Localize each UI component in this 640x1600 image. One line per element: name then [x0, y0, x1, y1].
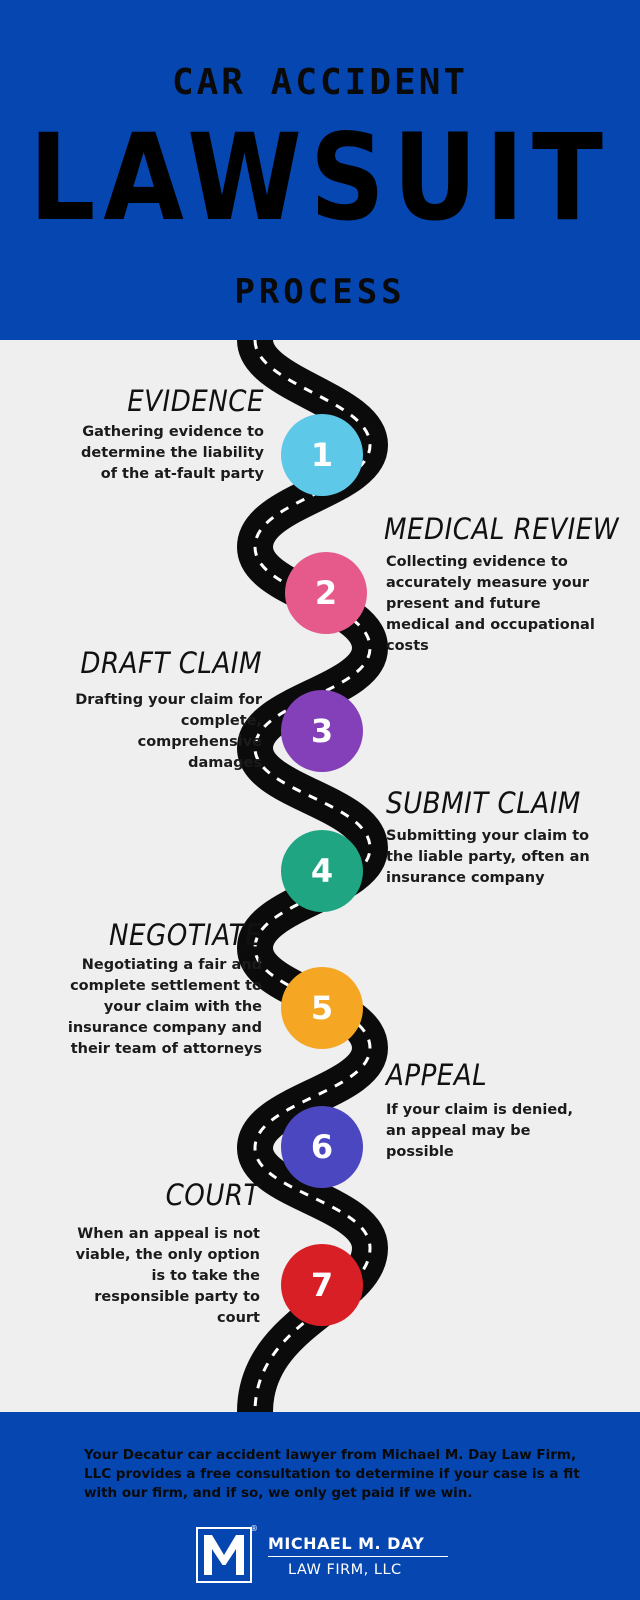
- footer-text: Your Decatur car accident lawyer from Mi…: [84, 1447, 580, 1501]
- logo-subtitle: LAW FIRM, LLC: [288, 1562, 402, 1578]
- step-1-description: Gathering evidence to determine the liab…: [81, 424, 264, 482]
- step-6-circle: 6: [281, 1106, 363, 1188]
- process-section: 1 2 3 4 5 6 7 EVIDENCE Gathering evidenc…: [0, 340, 640, 1412]
- footer-banner: Your Decatur car accident lawyer from Mi…: [0, 1412, 640, 1600]
- logo-name: MICHAEL M. DAY: [268, 1534, 425, 1553]
- step-4-description: Submitting your claim to the liable part…: [386, 828, 590, 886]
- step-5-circle: 5: [281, 967, 363, 1049]
- header-line-1: CAR ACCIDENT: [171, 62, 469, 103]
- step-7-title: COURT: [165, 1178, 260, 1212]
- step-5-number: 5: [310, 989, 334, 1027]
- step-7-number: 7: [310, 1266, 334, 1304]
- step-1-title: EVIDENCE: [127, 384, 264, 418]
- step-5-title: NEGOTIATE: [108, 918, 262, 952]
- step-2-circle: 2: [285, 552, 367, 634]
- header-title: LAWSUIT: [29, 107, 611, 248]
- registered-mark: ®: [250, 1524, 258, 1533]
- step-2-number: 2: [314, 574, 338, 612]
- step-1-number: 1: [310, 436, 334, 474]
- step-4-circle: 4: [281, 830, 363, 912]
- logo-icon: [196, 1527, 252, 1583]
- step-3-circle: 3: [281, 690, 363, 772]
- step-2-description: Collecting evidence to accurately measur…: [386, 554, 595, 654]
- winding-road: [236, 340, 389, 1412]
- header-line-3: PROCESS: [234, 272, 406, 312]
- step-7-circle: 7: [281, 1244, 363, 1326]
- step-2-title: MEDICAL REVIEW: [384, 512, 620, 546]
- step-6-number: 6: [310, 1128, 334, 1166]
- step-4-number: 4: [310, 852, 334, 890]
- header-banner: CAR ACCIDENT LAWSUIT PROCESS: [0, 0, 640, 340]
- step-1-circle: 1: [281, 414, 363, 496]
- step-3-title: DRAFT CLAIM: [80, 646, 262, 680]
- step-4-title: SUBMIT CLAIM: [386, 786, 581, 820]
- step-6-title: APPEAL: [386, 1058, 488, 1092]
- road-surface: [236, 340, 389, 1412]
- logo-divider: [268, 1556, 448, 1557]
- step-3-description: Drafting your claim for complete, compre…: [75, 692, 262, 771]
- step-7-description: When an appeal is not viable, the only o…: [75, 1226, 260, 1326]
- step-3-number: 3: [310, 712, 334, 750]
- step-5-description: Negotiating a fair and complete settleme…: [67, 957, 262, 1057]
- step-6-description: If your claim is denied, an appeal may b…: [386, 1102, 574, 1160]
